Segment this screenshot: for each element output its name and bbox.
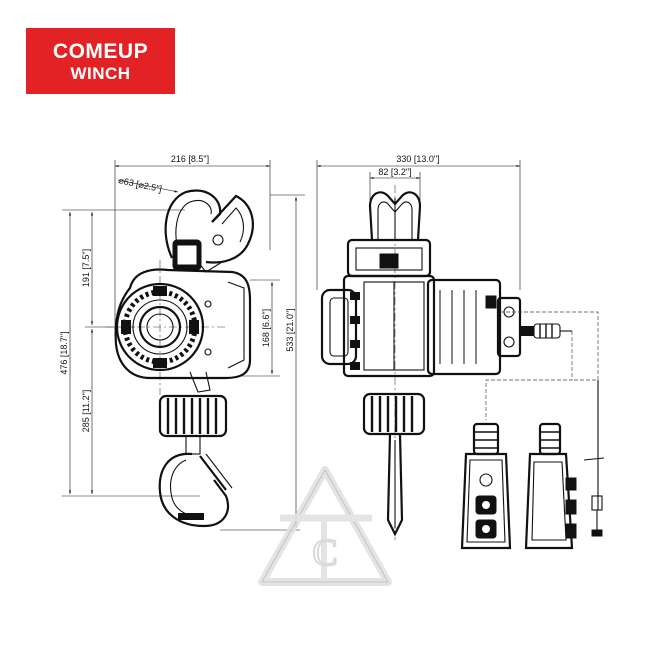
front-width-label: 330 [13.0"] [396,154,439,164]
comeup-winch-logo: COMEUP WINCH [26,28,175,94]
body-height-label: 168 [6.6"] [261,309,271,347]
brand-line1: COMEUP [52,39,149,63]
control-cable [583,380,605,537]
pendant-control-side [524,422,577,550]
side-view: 216 [8.5"] ⌀63 [⌀2.5"] 476 [18.7"] 191 [… [59,154,305,531]
watermark-emblem: C [258,466,392,586]
brand-line2: WINCH [70,63,131,83]
total-height-label: 476 [18.7"] [59,331,69,374]
watermark-letter: C [312,532,337,574]
hook-diameter-label: ⌀63 [⌀2.5"] [118,175,163,194]
side-drum-body [114,268,252,393]
top-swivel-hook [164,189,254,273]
hook-width-label: 82 [3.2"] [378,167,411,177]
pendant-control-front [460,422,512,550]
bottom-hook-block [158,394,233,528]
front-view: 330 [13.0"] 82 [3.2"] [316,154,599,540]
upper-height-label: 191 [7.5"] [81,249,91,287]
side-width-label: 216 [8.5"] [171,154,209,164]
overall-height-label: 533 [21.0"] [285,308,295,351]
lower-height-label: 285 [11.2"] [81,390,91,433]
